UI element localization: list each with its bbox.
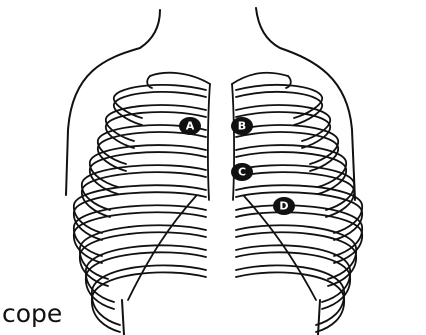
torso-outline — [66, 8, 355, 335]
caption-text: cope — [2, 299, 62, 329]
rib-right-10 — [236, 272, 344, 332]
rib-left-8 — [80, 232, 206, 286]
rib-left-1 — [114, 85, 206, 118]
marker-a-label: A — [186, 120, 195, 133]
marker-d: D — [273, 197, 295, 215]
marker-c-label: C — [238, 166, 246, 179]
marker-a: A — [179, 117, 201, 135]
marker-b-label: B — [238, 120, 246, 133]
marker-d-label: D — [279, 200, 288, 213]
rib-left-10 — [92, 272, 206, 332]
marker-b: B — [231, 117, 253, 135]
rib-right-1 — [236, 85, 322, 118]
rib-right-7 — [236, 212, 362, 263]
rib-right-8 — [236, 232, 356, 286]
marker-c: C — [231, 163, 253, 181]
rib-left-9 — [86, 252, 206, 309]
